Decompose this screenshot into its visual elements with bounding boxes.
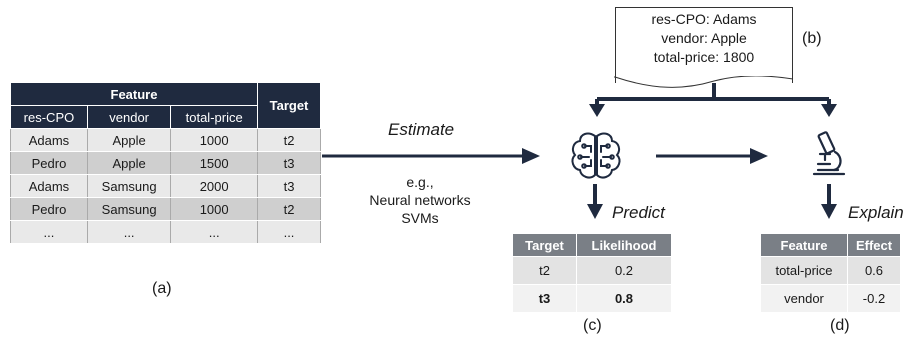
column-header: Feature <box>760 233 848 257</box>
caption-c: (c) <box>583 317 602 334</box>
table-cell: t3 <box>512 284 577 313</box>
example-line: Neural networks <box>369 192 471 208</box>
microscope-icon <box>812 131 846 176</box>
table-row: Adams Samsung 2000 t3 <box>10 174 321 198</box>
caption-a: (a) <box>152 280 172 297</box>
column-header: Likelihood <box>576 233 672 257</box>
table-cell: t2 <box>512 256 577 285</box>
estimate-label: Estimate <box>388 120 455 139</box>
input-instance-document: res-CPO: Adams vendor: Apple total-price… <box>615 7 793 83</box>
table-cell: 1000 <box>170 197 258 221</box>
table-cell: t3 <box>257 151 321 175</box>
table-row: t2 0.2 <box>512 256 672 285</box>
target-header: Target <box>257 82 321 129</box>
table-cell: ... <box>10 220 88 244</box>
table-cell: Adams <box>10 128 88 152</box>
table-cell: Apple <box>86 151 172 175</box>
table-cell: Samsung <box>86 197 172 221</box>
table-row: Adams Apple 1000 t2 <box>10 128 321 152</box>
estimate-examples: e.g., Neural networks SVMs <box>355 173 485 227</box>
table-row: ... ... ... ... <box>10 220 321 244</box>
table-cell: Apple <box>86 128 172 152</box>
caption-b: (b) <box>802 30 822 47</box>
table-cell: 2000 <box>170 174 258 198</box>
table-cell: ... <box>170 220 258 244</box>
column-header: res-CPO <box>10 105 88 129</box>
table-cell: 0.8 <box>576 284 672 313</box>
explanation-table: Feature Effect total-price 0.6 vendor -0… <box>760 233 901 313</box>
example-line: SVMs <box>401 210 439 226</box>
table-cell: Adams <box>10 174 88 198</box>
table-cell: ... <box>86 220 172 244</box>
doc-line: vendor: Apple <box>661 30 747 46</box>
doc-line: res-CPO: Adams <box>651 11 757 27</box>
table-cell: -0.2 <box>847 284 901 313</box>
table-row: Pedro Samsung 1000 t2 <box>10 197 321 221</box>
table-row: vendor -0.2 <box>760 284 901 313</box>
column-header: total-price <box>170 105 258 129</box>
column-header: Effect <box>847 233 901 257</box>
table-row: Pedro Apple 1500 t3 <box>10 151 321 175</box>
explain-label: Explain <box>848 203 904 222</box>
feature-group-header: Feature <box>10 82 258 106</box>
column-header: Target <box>512 233 577 257</box>
predict-label: Predict <box>612 203 665 222</box>
table-cell: t3 <box>257 174 321 198</box>
table-row: t3 0.8 <box>512 284 672 313</box>
table-cell: 0.6 <box>847 256 901 285</box>
table-cell: total-price <box>760 256 848 285</box>
example-line: e.g., <box>406 174 434 190</box>
table-cell: vendor <box>760 284 848 313</box>
table-cell: 0.2 <box>576 256 672 285</box>
brain-icon <box>571 132 621 179</box>
prediction-table: Target Likelihood t2 0.2 t3 0.8 <box>512 233 672 313</box>
table-cell: 1000 <box>170 128 258 152</box>
training-data-table: Feature Target res-CPO vendor total-pric… <box>10 82 321 244</box>
table-cell: Pedro <box>10 151 88 175</box>
table-cell: t2 <box>257 128 321 152</box>
caption-d: (d) <box>830 317 850 334</box>
table-cell: Samsung <box>86 174 172 198</box>
column-header: vendor <box>86 105 172 129</box>
doc-line: total-price: 1800 <box>653 49 755 65</box>
table-cell: ... <box>257 220 321 244</box>
table-row: total-price 0.6 <box>760 256 901 285</box>
document-wave-edge <box>614 76 794 88</box>
table-cell: 1500 <box>170 151 258 175</box>
